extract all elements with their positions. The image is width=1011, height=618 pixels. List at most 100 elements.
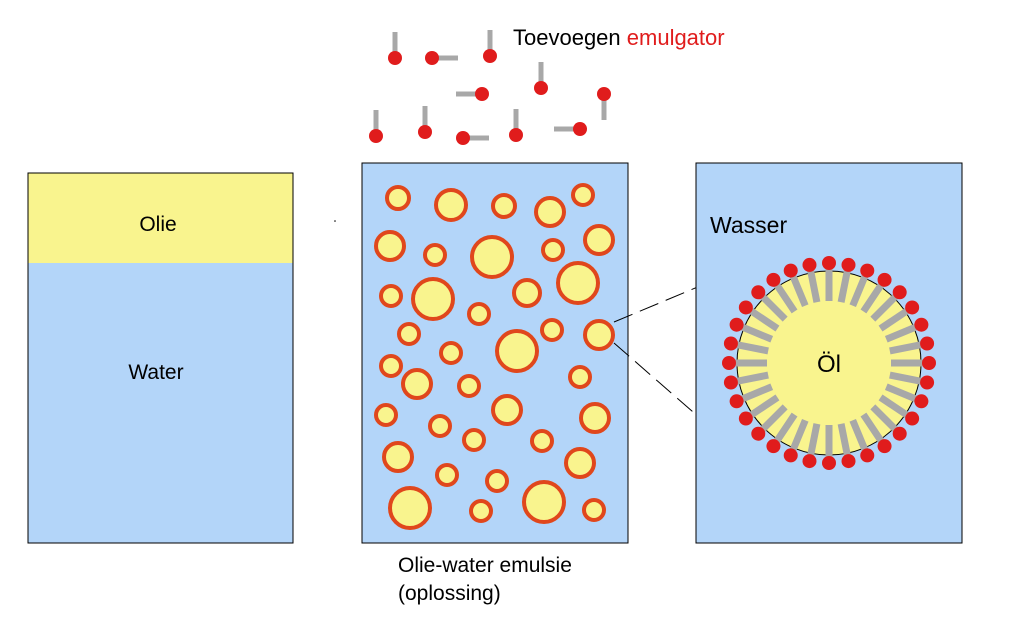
oil-droplet bbox=[568, 365, 592, 389]
oil-core-label: Öl bbox=[817, 351, 841, 378]
oil-droplet bbox=[495, 329, 539, 373]
emulsifier-head bbox=[483, 49, 497, 63]
emulsifier-tail bbox=[837, 423, 851, 456]
emulsifier-tail bbox=[760, 404, 788, 432]
emulsifier-shell bbox=[722, 256, 936, 470]
emulsifier-head bbox=[456, 131, 470, 145]
emulsifier-head bbox=[802, 454, 817, 469]
left-box-border bbox=[27, 172, 294, 544]
emulsifier-head bbox=[841, 454, 856, 469]
emulsifier-tail bbox=[789, 418, 809, 452]
water-outer-label: Wasser bbox=[710, 212, 787, 238]
emulsifier-tail bbox=[849, 274, 869, 308]
emulsifier-head bbox=[860, 263, 875, 278]
emulsion-caption-line2: (oplossing) bbox=[398, 582, 501, 605]
oil-droplet bbox=[534, 196, 566, 228]
oil-droplet bbox=[379, 354, 403, 378]
oil-droplet bbox=[583, 319, 615, 351]
emulsifier-tail bbox=[849, 418, 869, 452]
micelle-closeup-box: Öl Wasser bbox=[695, 162, 963, 544]
oil-droplet bbox=[374, 230, 406, 262]
oil-droplet bbox=[379, 284, 403, 308]
water-label: Water bbox=[128, 361, 183, 384]
emulsifier-tail bbox=[789, 274, 809, 308]
emulsifier-tail bbox=[870, 404, 898, 432]
oil-droplet bbox=[423, 243, 447, 267]
emulsifier-head bbox=[388, 51, 402, 65]
oil-droplet bbox=[530, 429, 554, 453]
emulsifier-head bbox=[905, 300, 920, 315]
emulsifier-head bbox=[738, 300, 753, 315]
emulsifier-head bbox=[534, 81, 548, 95]
stray-dot bbox=[334, 220, 336, 222]
emulsion-box bbox=[361, 162, 629, 544]
oil-droplet bbox=[374, 403, 398, 427]
emulsifier-head bbox=[369, 129, 383, 143]
emulsifier-tail bbox=[878, 394, 910, 419]
oil-droplet bbox=[439, 341, 463, 365]
oil-droplet bbox=[579, 402, 611, 434]
emulsifier-tail bbox=[748, 394, 780, 419]
oil-droplet bbox=[411, 277, 455, 321]
oil-droplet bbox=[556, 261, 600, 305]
emulsifier-head bbox=[877, 439, 892, 454]
emulsifier-tail bbox=[736, 371, 769, 385]
emulsifier-head bbox=[509, 128, 523, 142]
emulsifier-tail bbox=[740, 323, 774, 343]
oil-label: Olie bbox=[139, 213, 176, 236]
emulsifier-head bbox=[751, 426, 766, 441]
emulsifier-head bbox=[738, 411, 753, 426]
emulsifier-head bbox=[860, 448, 875, 463]
title-prefix: Toevoegen bbox=[513, 25, 627, 50]
oil-droplet bbox=[582, 498, 606, 522]
emulsifier-tail bbox=[773, 412, 798, 444]
water-layer bbox=[28, 263, 293, 543]
oil-droplet bbox=[541, 238, 565, 262]
oil-droplet bbox=[485, 469, 509, 493]
emulsifier-head bbox=[892, 285, 907, 300]
emulsifier-head bbox=[802, 257, 817, 272]
emulsifier-head bbox=[475, 87, 489, 101]
oil-droplet bbox=[401, 368, 433, 400]
emulsifier-head bbox=[892, 426, 907, 441]
emulsifier-head bbox=[822, 456, 836, 470]
oil-droplet bbox=[491, 394, 523, 426]
oil-droplet bbox=[583, 224, 615, 256]
oil-droplet bbox=[571, 183, 595, 207]
oil-droplets bbox=[374, 183, 615, 530]
emulsifier-head bbox=[597, 87, 611, 101]
emulsifier-head bbox=[722, 356, 736, 370]
oil-droplet bbox=[512, 278, 542, 308]
emulsifier-tail bbox=[889, 341, 922, 355]
emulsifier-head bbox=[877, 272, 892, 287]
emulsifier-head bbox=[920, 336, 935, 351]
oil-droplet bbox=[434, 188, 468, 222]
emulsifier-head bbox=[914, 317, 929, 332]
title-highlight: emulgator bbox=[627, 25, 725, 50]
oil-droplet bbox=[462, 428, 486, 452]
oil-droplet bbox=[388, 486, 432, 530]
emulsifier-head bbox=[922, 356, 936, 370]
oil-droplet bbox=[491, 193, 517, 219]
emulsifier-tail bbox=[837, 270, 851, 303]
oil-droplet bbox=[540, 318, 564, 342]
emulsifier-head bbox=[914, 394, 929, 409]
oil-droplet bbox=[428, 414, 452, 438]
emulsifier-head bbox=[841, 257, 856, 272]
emulsifier-tail bbox=[773, 282, 798, 314]
emulsifier-tail bbox=[860, 282, 885, 314]
emulsifier-head bbox=[822, 256, 836, 270]
oil-droplet bbox=[397, 322, 421, 346]
emulsifier-tail bbox=[807, 270, 821, 303]
emulsifier-head bbox=[783, 263, 798, 278]
emulsifier-head bbox=[920, 375, 935, 390]
emulsifier-head bbox=[905, 411, 920, 426]
emulsifier-tail bbox=[736, 341, 769, 355]
emulsifier-head bbox=[766, 439, 781, 454]
emulsifier-head bbox=[766, 272, 781, 287]
emulsifier-tail bbox=[807, 423, 821, 456]
oil-droplet bbox=[469, 499, 493, 523]
emulsifier-tail bbox=[889, 371, 922, 385]
emulsifier-head bbox=[751, 285, 766, 300]
